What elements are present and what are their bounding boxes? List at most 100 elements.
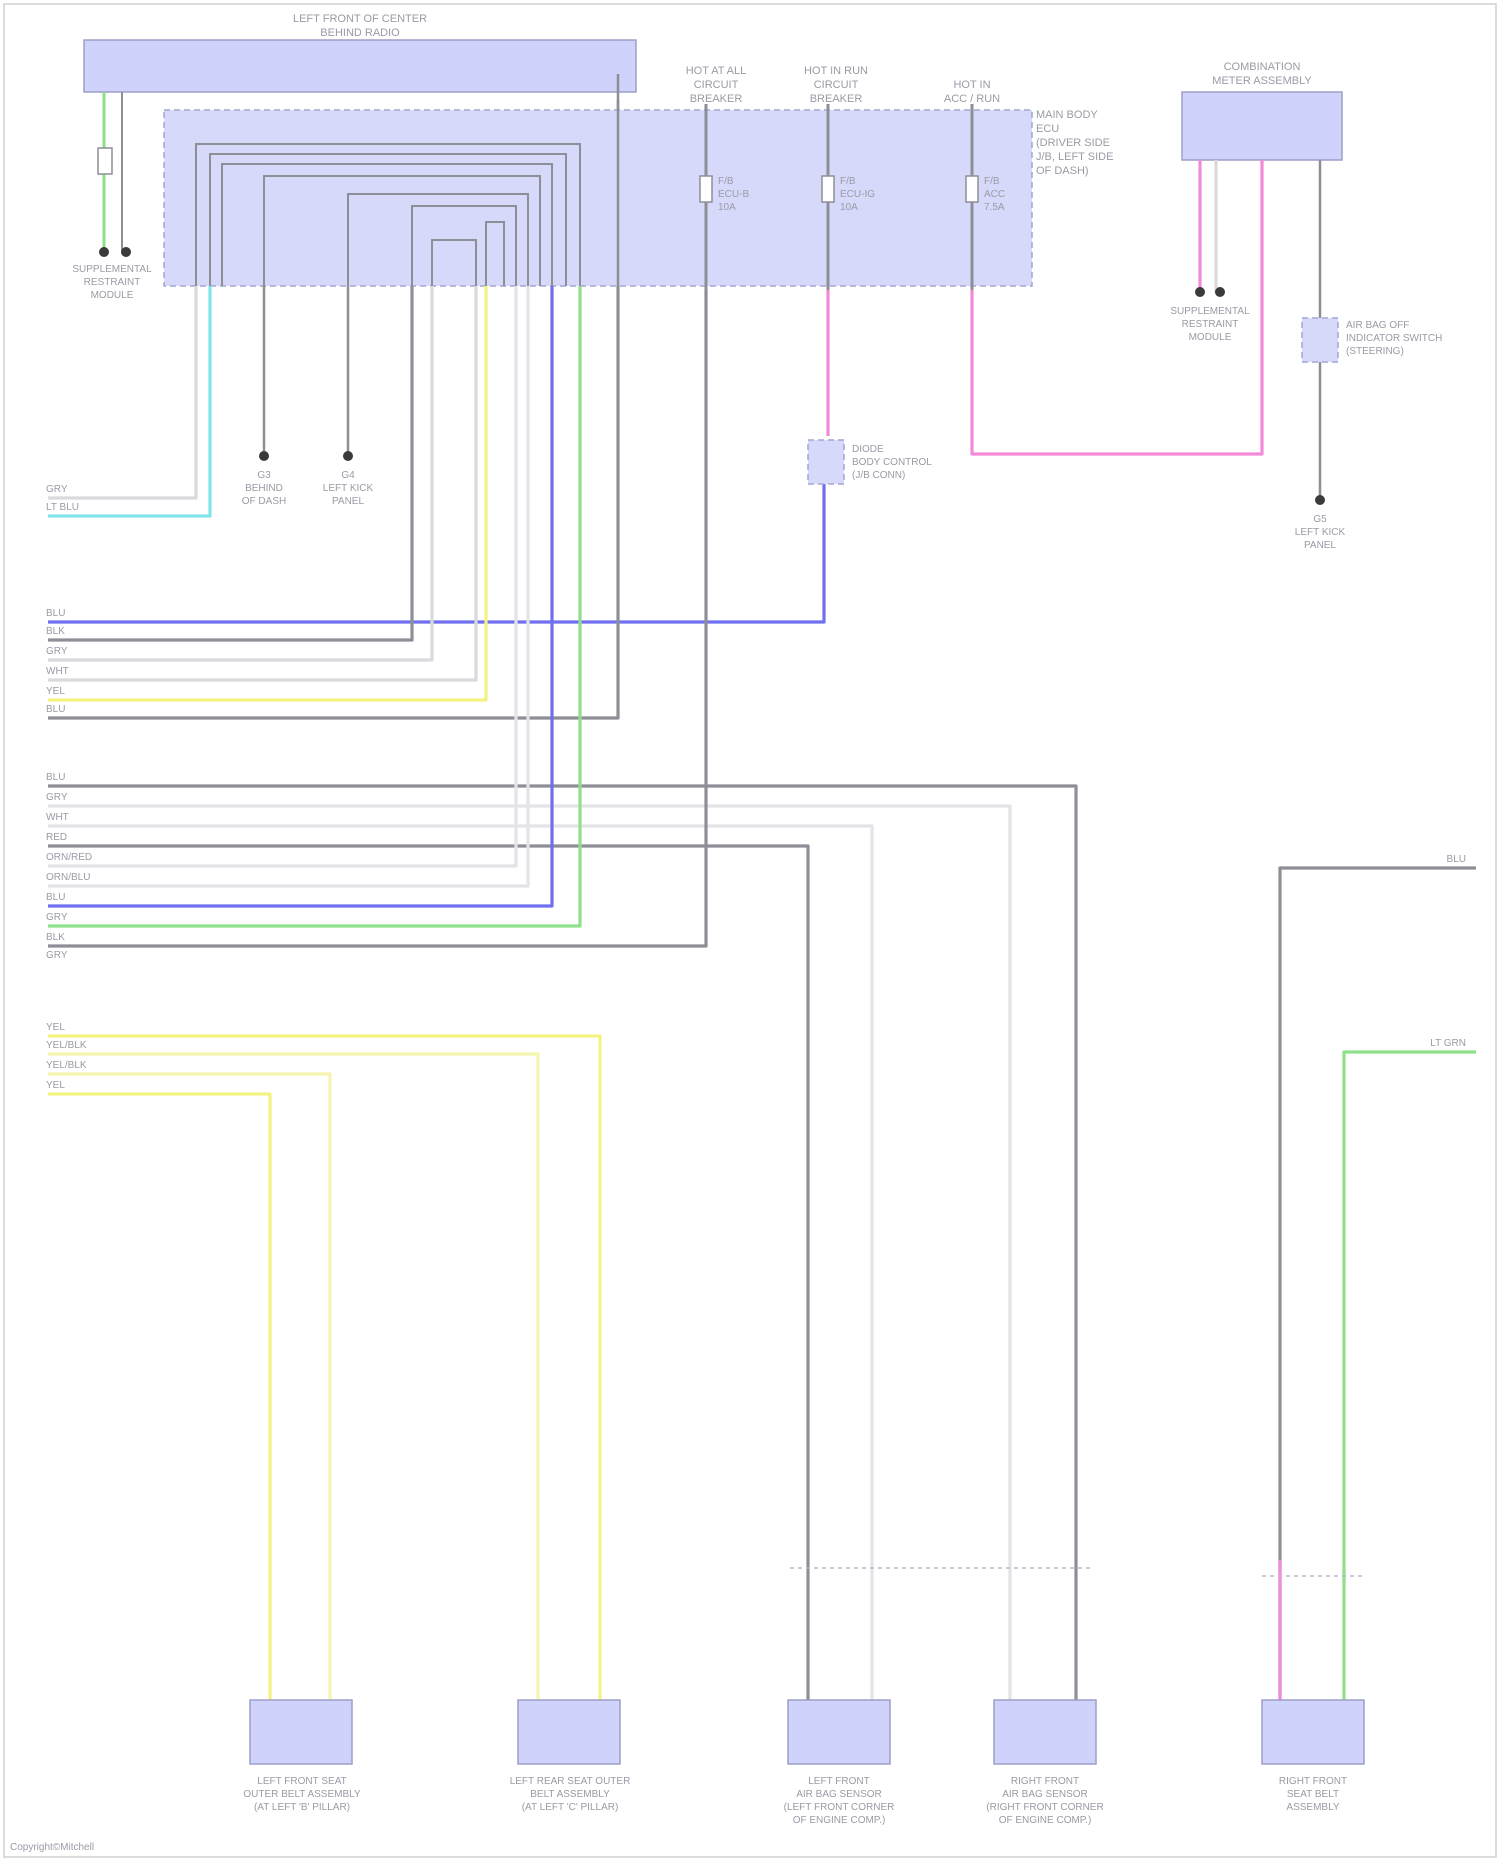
switch-label-1: AIR BAG OFF — [1346, 320, 1409, 331]
wire-label-3: BLU — [46, 608, 65, 619]
airbag-switch: AIR BAG OFF INDICATOR SWITCH (STEERING) — [1302, 318, 1442, 362]
restraint-module-label-b: BEHIND RADIO — [320, 27, 400, 39]
wire-label-21: YEL/BLK — [46, 1060, 87, 1071]
wire-label-18: GRY — [46, 950, 68, 961]
wire-label-7: YEL — [46, 686, 65, 697]
wire-label-11: WHT — [46, 812, 69, 823]
ground-4-label-3: MODULE — [1189, 332, 1232, 343]
junction-label-5: OF DASH) — [1036, 165, 1089, 177]
junction-label-4: J/B, LEFT SIDE — [1036, 151, 1113, 163]
ground-4-label-2: RESTRAINT — [1182, 319, 1239, 330]
restraint-module-label-a: LEFT FRONT OF CENTER — [293, 13, 427, 25]
c2-label-1: LEFT REAR SEAT OUTER — [510, 1776, 631, 1787]
fuse-b-header-3: BREAKER — [810, 93, 863, 105]
module-ground-wires: SUPPLEMENTAL RESTRAINT MODULE — [72, 92, 152, 301]
wire-label-5: GRY — [46, 646, 68, 657]
c1-label-1: LEFT FRONT SEAT — [257, 1776, 346, 1787]
combination-label-2: METER ASSEMBLY — [1212, 75, 1312, 87]
wire-label-20: YEL/BLK — [46, 1040, 87, 1051]
wire-label-6: WHT — [46, 666, 69, 677]
fuse-b-text-3: 10A — [840, 202, 858, 213]
ground-1-label-2: RESTRAINT — [84, 277, 141, 288]
junction-label-3: (DRIVER SIDE — [1036, 137, 1110, 149]
fuse-c-header-2: ACC / RUN — [944, 93, 1000, 105]
wire-label-16: GRY — [46, 912, 68, 923]
fuse-b-header-1: HOT IN RUN — [804, 65, 868, 77]
ground-2-label-3: OF DASH — [242, 496, 286, 507]
ground-5-label-1: G5 — [1313, 514, 1327, 525]
c5-label-2: SEAT BELT — [1287, 1789, 1339, 1800]
wire-label-1: GRY — [46, 484, 68, 495]
fuse-c-text-3: 7.5A — [984, 202, 1005, 213]
ground-1-label-3: MODULE — [91, 290, 134, 301]
wire-label-4: BLK — [46, 626, 65, 637]
c3-label-3: (LEFT FRONT CORNER — [784, 1802, 895, 1813]
fuse-c-text-2: ACC — [984, 189, 1005, 200]
wire-label-17: BLK — [46, 932, 65, 943]
fuse-a-header-2: CIRCUIT — [694, 79, 739, 91]
fuse-a-text-3: 10A — [718, 202, 736, 213]
diode: DIODE BODY CONTROL (J/B CONN) — [808, 440, 932, 484]
ground-2-label-2: BEHIND — [245, 483, 283, 494]
ground-5-label-3: PANEL — [1304, 540, 1336, 551]
fuse-a-text-2: ECU-B — [718, 189, 749, 200]
wire-label-12: RED — [46, 832, 67, 843]
wire-label-22: YEL — [46, 1080, 65, 1091]
c4-label-2: AIR BAG SENSOR — [1002, 1789, 1088, 1800]
ground-3-label-1: G4 — [341, 470, 355, 481]
footer-copyright: Copyright©Mitchell — [10, 1842, 94, 1853]
ground-5-label-2: LEFT KICK — [1295, 527, 1346, 538]
right-wire-label-2: LT GRN — [1430, 1038, 1466, 1049]
left-rear-seat-belt: LEFT REAR SEAT OUTER BELT ASSEMBLY (AT L… — [510, 1700, 631, 1813]
combination-label-1: COMBINATION — [1224, 61, 1301, 73]
c3-label-1: LEFT FRONT — [808, 1776, 869, 1787]
wire-label-13: ORN/RED — [46, 852, 92, 863]
diode-label-2: BODY CONTROL — [852, 457, 932, 468]
c5-label-1: RIGHT FRONT — [1279, 1776, 1347, 1787]
right-wire-label-1: BLU — [1447, 854, 1466, 865]
right-front-seat-belt: RIGHT FRONT SEAT BELT ASSEMBLY — [1262, 1700, 1364, 1813]
wire-label-15: BLU — [46, 892, 65, 903]
c3-label-2: AIR BAG SENSOR — [796, 1789, 882, 1800]
left-front-airbag-sensor: LEFT FRONT AIR BAG SENSOR (LEFT FRONT CO… — [784, 1700, 895, 1826]
c4-label-1: RIGHT FRONT — [1011, 1776, 1079, 1787]
ground-3-label-2: LEFT KICK — [323, 483, 374, 494]
fuse-b-text-1: F/B — [840, 176, 856, 187]
c4-label-3: (RIGHT FRONT CORNER — [986, 1802, 1103, 1813]
fuse-a-header-3: BREAKER — [690, 93, 743, 105]
restraint-module-block: LEFT FRONT OF CENTER BEHIND RADIO — [84, 13, 636, 92]
fuse-b-header-2: CIRCUIT — [814, 79, 859, 91]
wire-label-19: YEL — [46, 1022, 65, 1033]
ground-2-label-1: G3 — [257, 470, 271, 481]
c2-label-3: (AT LEFT 'C' PILLAR) — [522, 1802, 619, 1813]
wire-label-8: BLU — [46, 704, 65, 715]
fuse-b-text-2: ECU-IG — [840, 189, 875, 200]
ground-1-label-1: SUPPLEMENTAL — [72, 264, 152, 275]
left-front-seat-belt: LEFT FRONT SEAT OUTER BELT ASSEMBLY (AT … — [243, 1700, 361, 1813]
c5-label-3: ASSEMBLY — [1286, 1802, 1339, 1813]
wires — [48, 160, 1476, 1708]
fuse-c-header-1: HOT IN — [953, 79, 990, 91]
c1-label-3: (AT LEFT 'B' PILLAR) — [254, 1802, 350, 1813]
fuse-c-text-1: F/B — [984, 176, 1000, 187]
right-front-airbag-sensor: RIGHT FRONT AIR BAG SENSOR (RIGHT FRONT … — [986, 1700, 1103, 1826]
wire-label-9: BLU — [46, 772, 65, 783]
c3-label-4: OF ENGINE COMP.) — [793, 1815, 886, 1826]
wire-label-14: ORN/BLU — [46, 872, 90, 883]
switch-label-3: (STEERING) — [1346, 346, 1404, 357]
c2-label-2: BELT ASSEMBLY — [530, 1789, 610, 1800]
wire-label-10: GRY — [46, 792, 68, 803]
diode-label-3: (J/B CONN) — [852, 470, 905, 481]
diode-label-1: DIODE — [852, 444, 884, 455]
c4-label-4: OF ENGINE COMP.) — [999, 1815, 1092, 1826]
ground-3-label-3: PANEL — [332, 496, 364, 507]
junction-label-1: MAIN BODY — [1036, 109, 1098, 121]
fuse-a-text-1: F/B — [718, 176, 734, 187]
switch-label-2: INDICATOR SWITCH — [1346, 333, 1442, 344]
junction-label-2: ECU — [1036, 123, 1059, 135]
combination-meter-block: COMBINATION METER ASSEMBLY — [1182, 61, 1342, 160]
ground-4-label-1: SUPPLEMENTAL — [1170, 306, 1250, 317]
c1-label-2: OUTER BELT ASSEMBLY — [243, 1789, 361, 1800]
fuse-a-header-1: HOT AT ALL — [686, 65, 747, 77]
